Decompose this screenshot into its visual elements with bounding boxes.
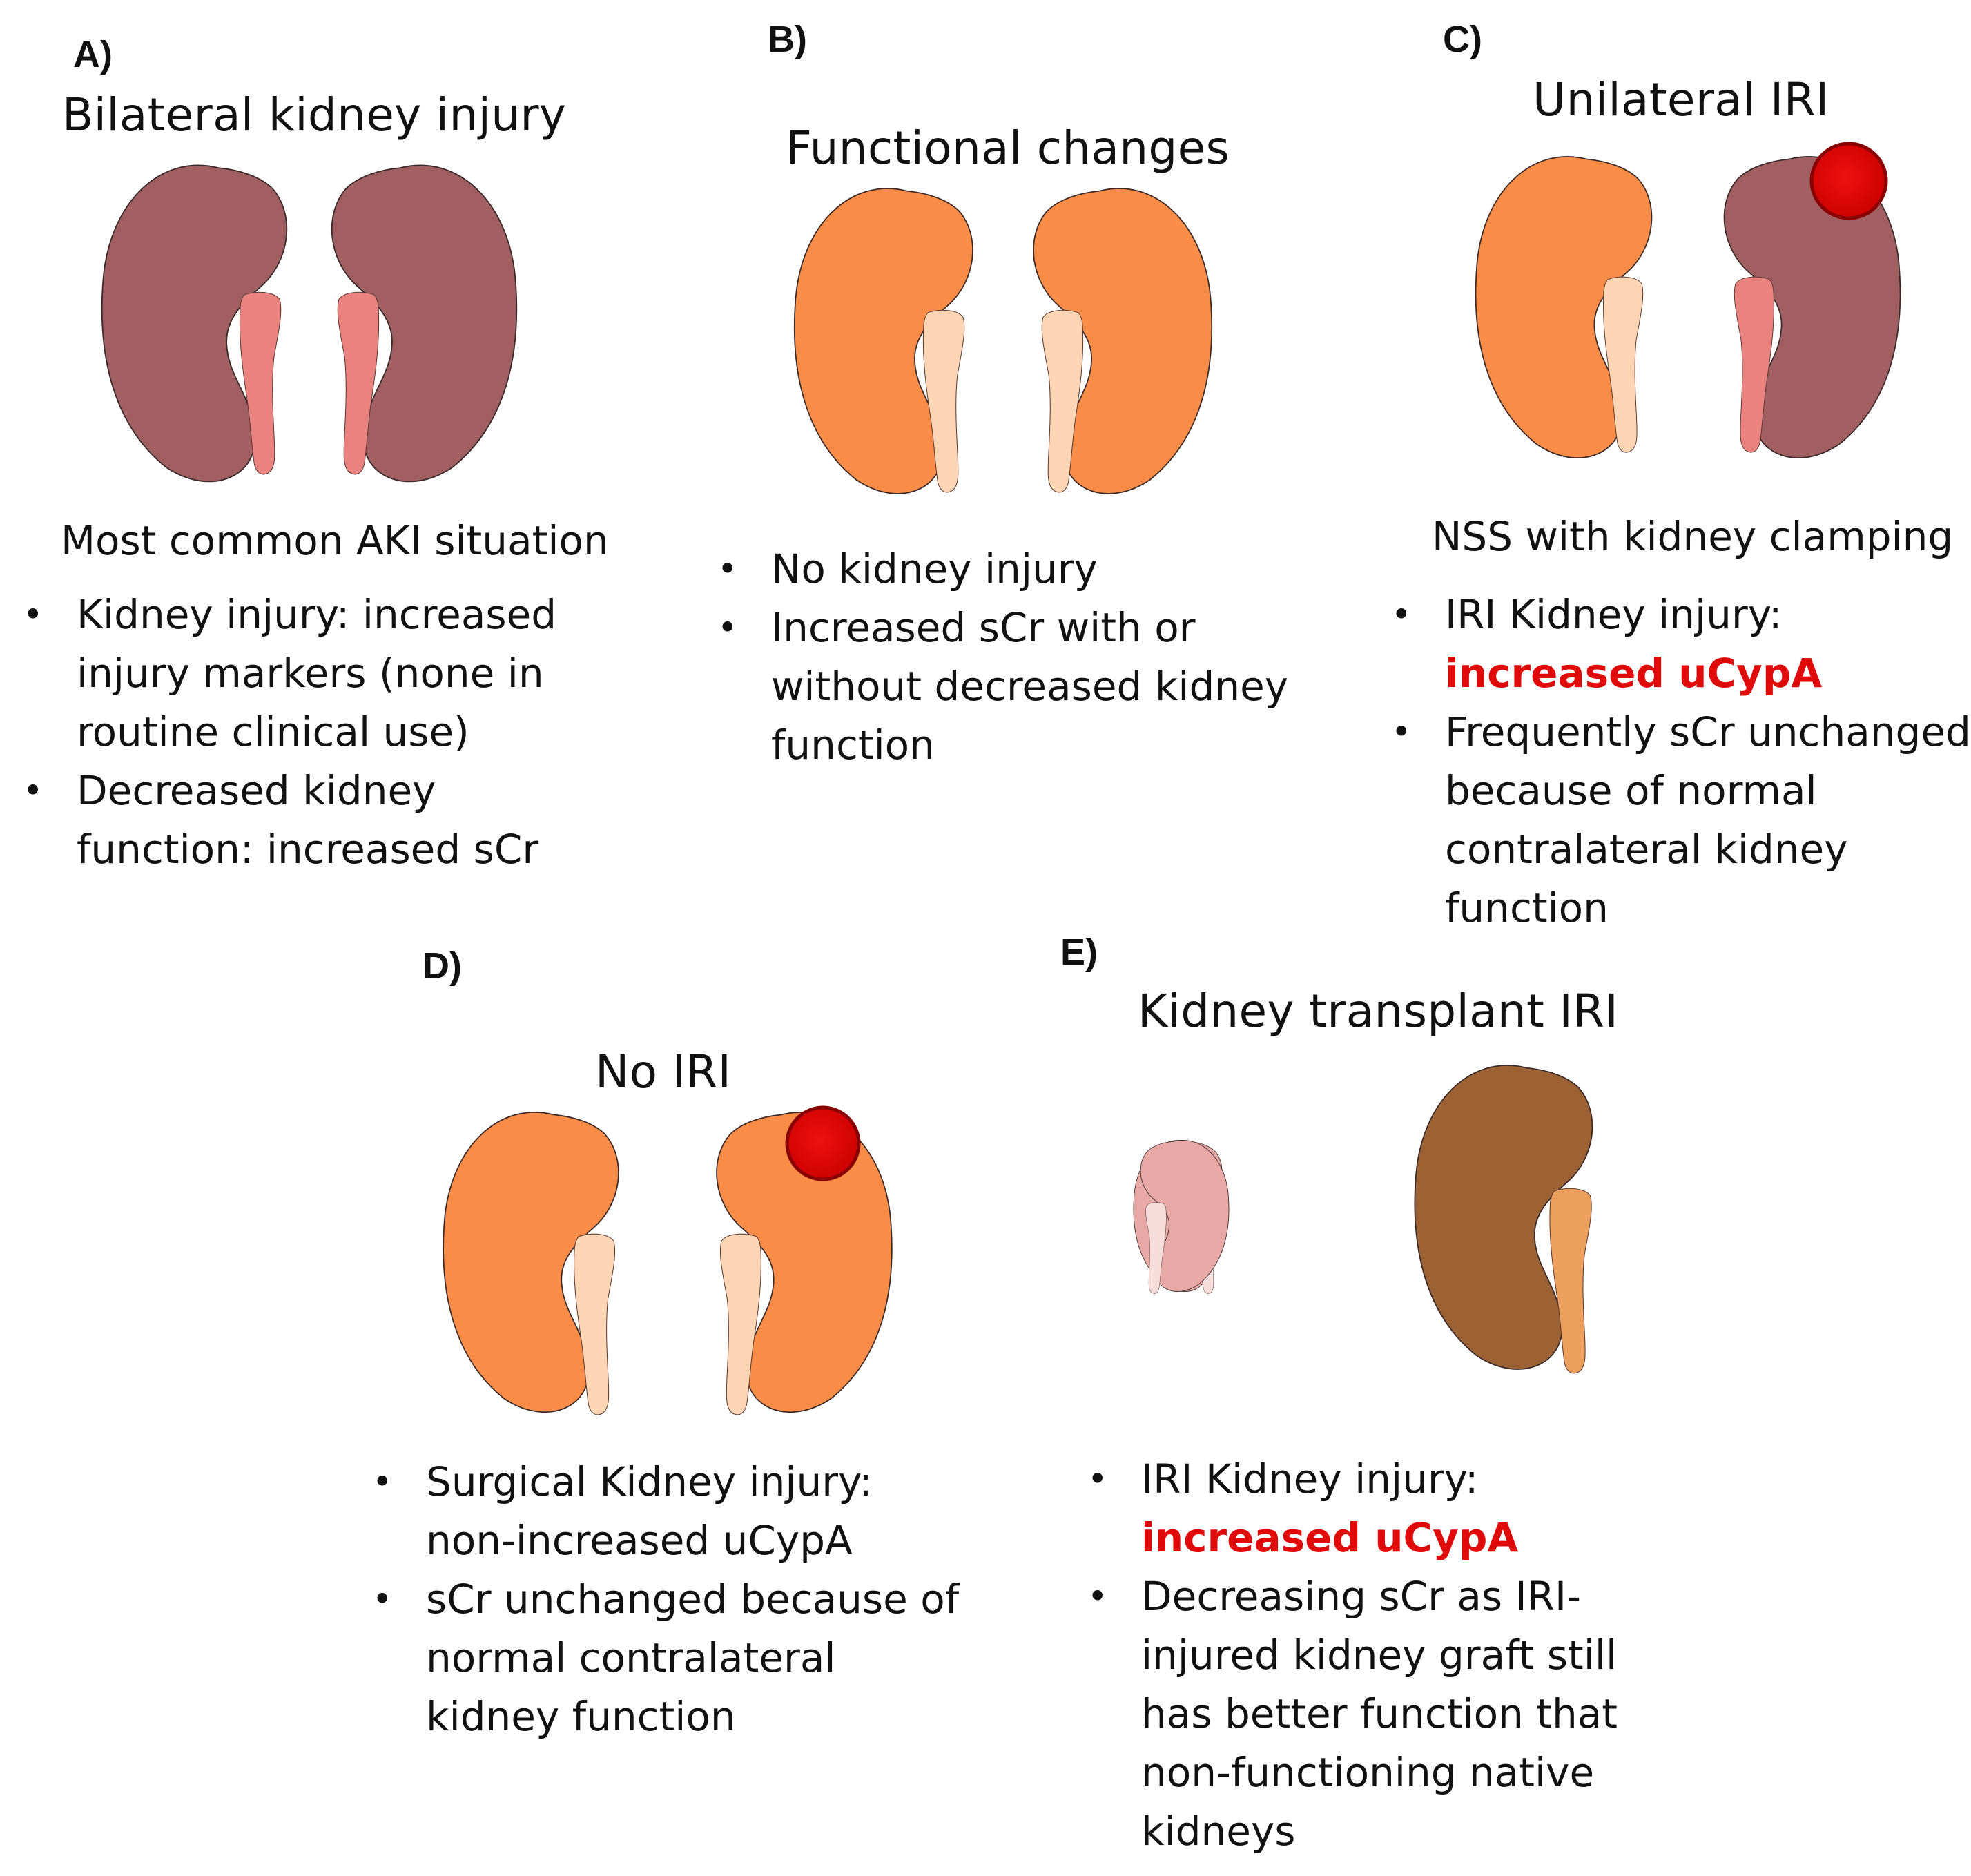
panel-d-bullet-1: Surgical Kidney injury: non-increased uC… bbox=[370, 1453, 959, 1570]
panel-c-bullets: IRI Kidney injury: increased uCypA Frequ… bbox=[1389, 586, 1971, 938]
panel-a-label: A) bbox=[73, 34, 113, 75]
panel-c-bullet-1: IRI Kidney injury: increased uCypA bbox=[1389, 586, 1971, 703]
panel-c-subtitle: NSS with kidney clamping bbox=[1432, 513, 1954, 560]
panel-c-label: C) bbox=[1443, 19, 1482, 60]
panel-e-label: E) bbox=[1060, 931, 1098, 973]
panel-d-label: D) bbox=[423, 945, 462, 987]
panel-c-bullet-2: Frequently sCr unchanged because of norm… bbox=[1389, 703, 1971, 938]
panel-b-label: B) bbox=[768, 19, 807, 60]
panel-c-title: Unilateral IRI bbox=[1533, 73, 1829, 126]
panel-d-title: No IRI bbox=[595, 1045, 732, 1099]
panel-e-native-right-kidney bbox=[1140, 1140, 1230, 1294]
panel-e-bullet-1: IRI Kidney injury: increased uCypA bbox=[1085, 1450, 1618, 1567]
panel-e-graft-kidney bbox=[1414, 1065, 1593, 1374]
panel-d-bullet-2: sCr unchanged because of normal contrala… bbox=[370, 1570, 959, 1746]
panel-e-title: Kidney transplant IRI bbox=[1138, 985, 1619, 1038]
panel-b-right-kidney bbox=[1033, 188, 1213, 494]
panel-a-title: Bilateral kidney injury bbox=[62, 88, 567, 142]
panel-d-tumor bbox=[785, 1105, 861, 1181]
panel-a-subtitle: Most common AKI situation bbox=[61, 517, 609, 564]
panel-e-highlight: increased uCypA bbox=[1141, 1514, 1519, 1561]
panel-c-tumor bbox=[1809, 142, 1888, 220]
panel-d-left-kidney bbox=[443, 1111, 619, 1415]
panel-c-highlight: increased uCypA bbox=[1445, 650, 1823, 697]
panel-a-left-kidney bbox=[101, 164, 288, 483]
panel-a-bullet-1: Kidney injury: increased injury markers … bbox=[21, 586, 556, 762]
panel-a-bullets: Kidney injury: increased injury markers … bbox=[21, 586, 556, 879]
panel-b-left-kidney bbox=[793, 188, 973, 494]
panel-c-left-kidney bbox=[1475, 156, 1653, 459]
panel-a-right-kidney bbox=[331, 164, 518, 483]
panel-a-bullet-2: Decreased kidney function: increased sCr bbox=[21, 762, 556, 879]
panel-e-bullet-2: Decreasing sCr as IRI- injured kidney gr… bbox=[1085, 1567, 1618, 1861]
panel-b-bullet-1: No kidney injury bbox=[715, 540, 1288, 599]
panel-d-bullets: Surgical Kidney injury: non-increased uC… bbox=[370, 1453, 959, 1746]
panel-b-bullet-2: Increased sCr with or without decreased … bbox=[715, 599, 1288, 775]
panel-e-bullets: IRI Kidney injury: increased uCypA Decre… bbox=[1085, 1450, 1618, 1861]
panel-b-bullets: No kidney injury Increased sCr with or w… bbox=[715, 540, 1288, 775]
panel-b-title: Functional changes bbox=[786, 122, 1230, 175]
